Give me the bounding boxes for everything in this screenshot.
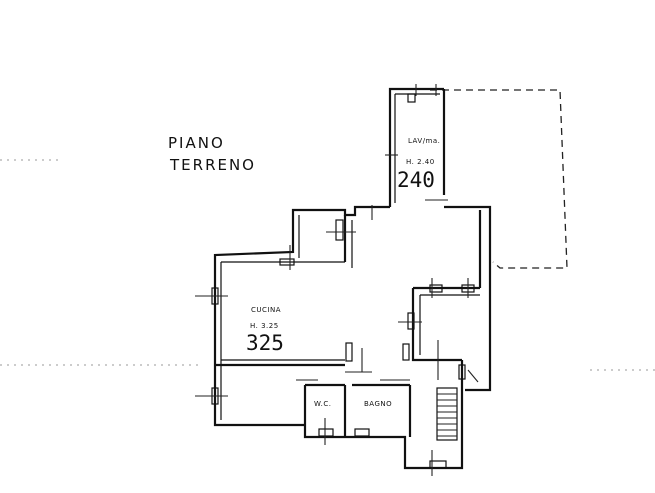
lavanderia-height: H. 2.40 [406,158,435,166]
door-marks [195,205,479,476]
cucina-label: CUCINA [251,306,281,314]
floor-title-line1: PIANO [168,134,225,152]
bagno-label: BAGNO [364,400,393,408]
lavanderia-room [385,84,448,207]
floor-title-line2: TERRENO [170,156,256,174]
lavanderia-height-handwritten: 240 [397,168,435,192]
cucina-height-handwritten: 325 [246,331,284,355]
wc-label: W.C. [314,400,332,408]
lavanderia-label: LAV/ma. [408,137,441,145]
staircase [436,387,458,441]
external-area-outline [430,89,568,269]
main-walls [213,205,492,470]
cucina-height: H. 3.25 [250,322,279,330]
interior-walls [215,210,482,437]
